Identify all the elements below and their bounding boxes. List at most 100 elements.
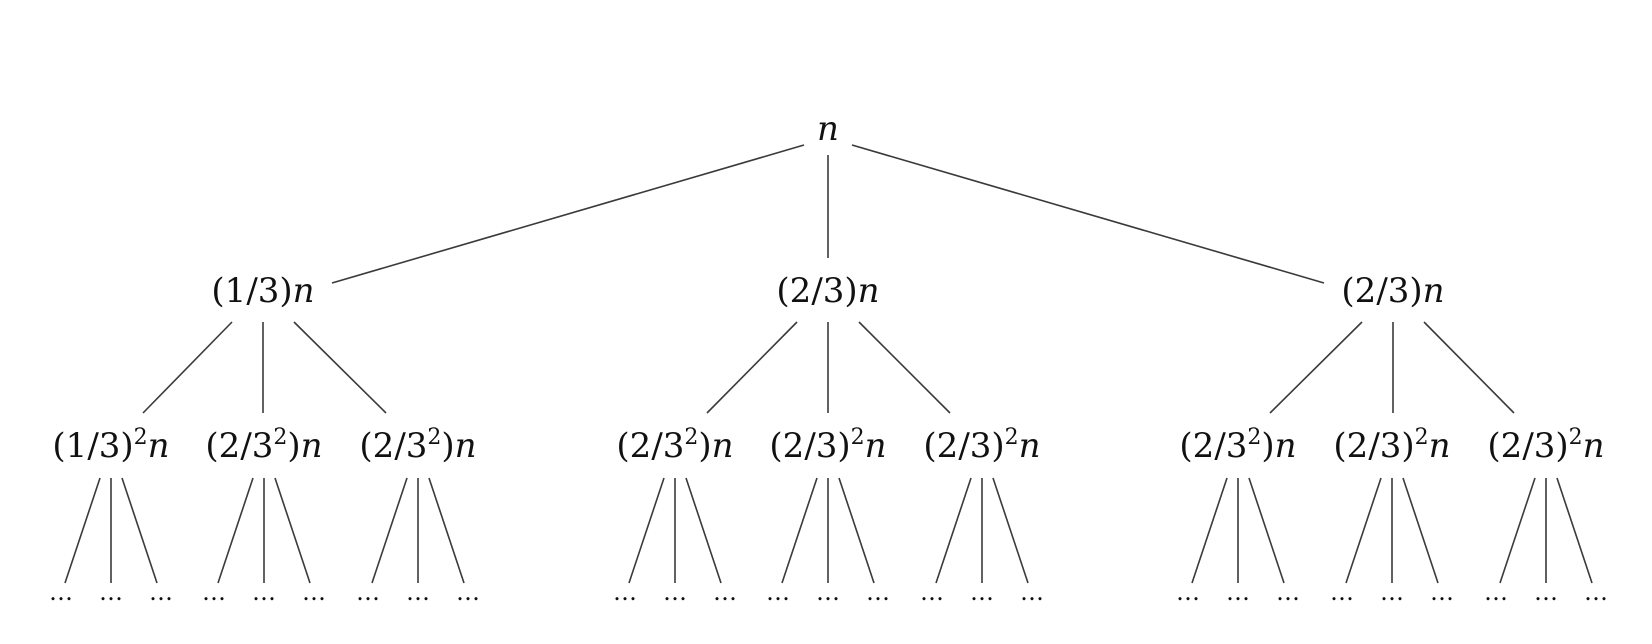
- level1-node-part: (2/3): [1341, 271, 1422, 311]
- continuation-dots: …: [920, 578, 944, 606]
- edge-level2-to-continuation: [1499, 477, 1536, 584]
- level2-node: (2/3)2n: [1333, 425, 1450, 466]
- edge-level2-to-continuation: [992, 477, 1029, 584]
- continuation-dots: …: [970, 578, 994, 606]
- level1-node-part: (2/3): [776, 271, 857, 311]
- level2-node-part: 2: [1247, 425, 1261, 450]
- level1-node: (2/3)n: [1341, 271, 1444, 311]
- continuation-dots: …: [202, 578, 226, 606]
- edge-level1-to-level2: [706, 321, 798, 414]
- edge-level2-to-continuation: [217, 477, 254, 584]
- continuation-dots: …: [99, 578, 123, 606]
- edge-level2-to-continuation: [685, 477, 722, 584]
- edge-level2-to-continuation: [1248, 477, 1285, 584]
- edge-level2-to-continuation: [1402, 477, 1439, 584]
- level2-node-part: (2/3): [769, 426, 850, 466]
- continuation-dots: …: [1430, 578, 1454, 606]
- level2-node-part: (2/3: [1179, 426, 1247, 466]
- level2-node: (2/3)2n: [1487, 425, 1604, 466]
- root-node-part: n: [817, 109, 839, 149]
- continuation-dots: …: [356, 578, 380, 606]
- continuation-dots: …: [49, 578, 73, 606]
- level1-node-part: (1/3): [211, 271, 292, 311]
- edge-level2-to-continuation: [64, 477, 101, 584]
- level2-node-part: ): [698, 426, 711, 466]
- level2-node-part: 2: [273, 425, 287, 450]
- edge-level2-to-continuation: [628, 477, 665, 584]
- continuation-dots: …: [816, 578, 840, 606]
- continuation-dots: …: [1380, 578, 1404, 606]
- level2-node-part: n: [1275, 426, 1297, 466]
- level2-node-part: 2: [684, 425, 698, 450]
- edge-level2-to-continuation: [1191, 477, 1228, 584]
- continuation-dots: …: [456, 578, 480, 606]
- edge-level2-to-continuation: [781, 477, 818, 584]
- level2-node: (2/32)n: [359, 425, 476, 466]
- level2-node-part: (2/3: [616, 426, 684, 466]
- level2-node-part: ): [1261, 426, 1274, 466]
- continuation-dots: …: [866, 578, 890, 606]
- level2-node-part: 2: [134, 425, 148, 450]
- continuation-dots: …: [1584, 578, 1608, 606]
- continuation-dots: …: [766, 578, 790, 606]
- continuation-dots: …: [663, 578, 687, 606]
- level1-node-part: n: [293, 271, 315, 311]
- edge-level2-to-continuation: [935, 477, 972, 584]
- level2-node-part: (2/3: [205, 426, 273, 466]
- root-node: n: [817, 109, 839, 149]
- level2-node-part: n: [148, 426, 170, 466]
- edge-level1-to-level2: [858, 321, 951, 414]
- continuation-dots: …: [1176, 578, 1200, 606]
- edge-level2-to-continuation: [371, 477, 408, 584]
- edge-level1-to-level2: [142, 321, 233, 414]
- edge-level2-to-continuation: [838, 477, 875, 584]
- edge-root-to-left: [331, 144, 805, 284]
- edge-level2-to-continuation: [1556, 477, 1593, 584]
- level2-node: (2/32)n: [205, 425, 322, 466]
- level2-node-part: n: [1429, 426, 1451, 466]
- level1-node-part: n: [1423, 271, 1445, 311]
- edge-level1-to-level2: [1269, 321, 1363, 414]
- edge-level1-to-level2: [1423, 321, 1515, 414]
- edge-level1-to-level2: [293, 321, 387, 414]
- continuation-dots: …: [1226, 578, 1250, 606]
- level2-node-part: (2/3): [923, 426, 1004, 466]
- continuation-dots: …: [613, 578, 637, 606]
- level1-node-part: n: [858, 271, 880, 311]
- continuation-dots: …: [252, 578, 276, 606]
- level2-node: (2/32)n: [1179, 425, 1296, 466]
- continuation-dots: …: [1534, 578, 1558, 606]
- level2-node-part: n: [865, 426, 887, 466]
- level2-node: (2/3)2n: [923, 425, 1040, 466]
- level2-node-part: 2: [1005, 425, 1019, 450]
- level2-node-part: n: [455, 426, 477, 466]
- level2-node-part: (2/3): [1333, 426, 1414, 466]
- level2-node-part: 2: [851, 425, 865, 450]
- level1-node: (1/3)n: [211, 271, 314, 311]
- level2-node: (2/32)n: [616, 425, 733, 466]
- level2-node-part: ): [441, 426, 454, 466]
- continuation-dots: …: [149, 578, 173, 606]
- edge-level2-to-continuation: [428, 477, 465, 584]
- level2-node-part: 2: [1415, 425, 1429, 450]
- continuation-dots: …: [1330, 578, 1354, 606]
- tree-labels: n(1/3)n(2/3)n(2/3)n(1/3)2n………(2/32)n………(…: [49, 109, 1608, 606]
- continuation-dots: …: [1276, 578, 1300, 606]
- tree-edges: [64, 144, 1593, 584]
- edge-level2-to-continuation: [121, 477, 158, 584]
- continuation-dots: …: [1020, 578, 1044, 606]
- level2-node-part: (2/3: [359, 426, 427, 466]
- level2-node: (1/3)2n: [52, 425, 169, 466]
- level2-node-part: n: [712, 426, 734, 466]
- level2-node-part: 2: [427, 425, 441, 450]
- edge-level2-to-continuation: [1345, 477, 1382, 584]
- level2-node-part: n: [1583, 426, 1605, 466]
- continuation-dots: …: [1484, 578, 1508, 606]
- level1-node: (2/3)n: [776, 271, 879, 311]
- continuation-dots: …: [713, 578, 737, 606]
- edge-level2-to-continuation: [274, 477, 311, 584]
- continuation-dots: …: [406, 578, 430, 606]
- level2-node-part: n: [1019, 426, 1041, 466]
- level2-node: (2/3)2n: [769, 425, 886, 466]
